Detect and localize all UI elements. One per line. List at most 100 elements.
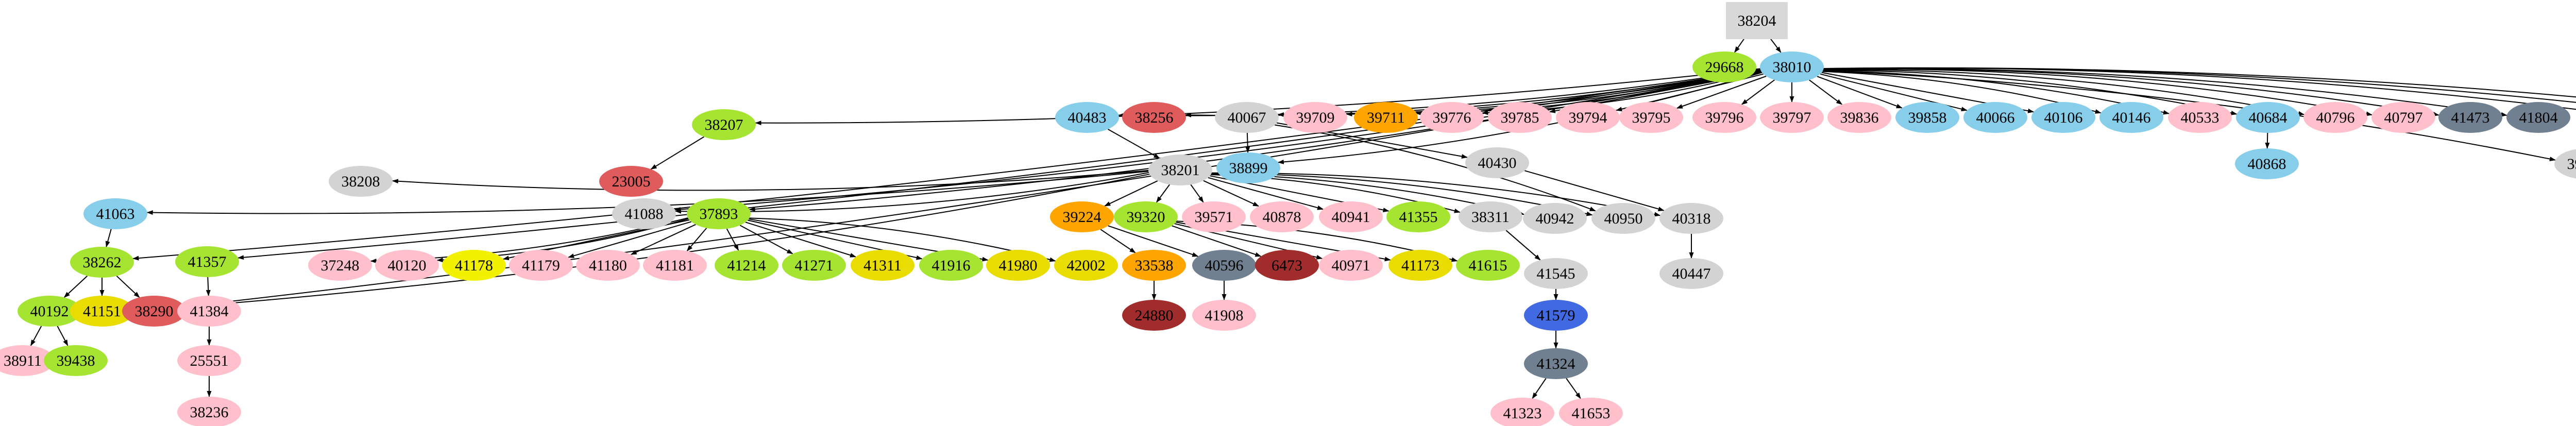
graph-node[interactable]: 40942 — [1523, 203, 1587, 234]
graph-node[interactable]: 40447 — [1659, 258, 1723, 289]
node-ellipse-shape — [1050, 201, 1114, 232]
graph-node[interactable]: 40067 — [1215, 102, 1279, 133]
graph-node[interactable]: 38256 — [1122, 102, 1186, 133]
graph-node[interactable]: 38010 — [1760, 52, 1824, 82]
graph-node[interactable]: 40971 — [1319, 250, 1383, 281]
graph-node[interactable]: 33538 — [1122, 250, 1186, 281]
graph-node[interactable]: 41324 — [1524, 348, 1588, 379]
graph-node[interactable]: 6473 — [1255, 250, 1319, 281]
graph-node[interactable]: 23005 — [599, 166, 663, 197]
graph-node[interactable]: 41916 — [919, 250, 983, 281]
graph-node[interactable]: 41173 — [1388, 250, 1452, 281]
node-ellipse-shape — [375, 250, 439, 281]
graph-node[interactable]: 24880 — [1122, 300, 1186, 331]
graph-node[interactable]: 40868 — [2235, 148, 2299, 179]
graph-node[interactable]: 41579 — [1524, 300, 1588, 331]
graph-node[interactable]: 37248 — [308, 250, 372, 281]
graph-node[interactable]: 38201 — [1148, 155, 1212, 185]
graph-node[interactable]: 38236 — [177, 397, 241, 426]
graph-edge — [1823, 69, 2305, 116]
node-ellipse-shape — [1459, 201, 1522, 232]
graph-node[interactable]: 40483 — [1055, 102, 1119, 133]
graph-node[interactable]: 41355 — [1386, 201, 1450, 232]
graph-node[interactable]: 40796 — [2303, 102, 2367, 133]
graph-node[interactable]: 41804 — [2506, 102, 2570, 133]
graph-edge — [1172, 225, 1262, 257]
node-ellipse-shape — [1192, 300, 1256, 331]
node-ellipse-shape — [175, 246, 239, 277]
graph-node[interactable]: 41180 — [576, 250, 640, 281]
graph-edge — [568, 221, 692, 258]
graph-node[interactable]: 39795 — [1619, 102, 1683, 133]
graph-node[interactable]: 40878 — [1250, 201, 1314, 232]
graph-node[interactable]: 38899 — [1216, 152, 1280, 183]
graph-node[interactable]: 40950 — [1591, 203, 1655, 234]
graph-node[interactable]: 38208 — [329, 166, 393, 197]
graph-node[interactable]: 38262 — [70, 247, 134, 278]
graph-node[interactable]: 39797 — [1760, 102, 1824, 133]
node-ellipse-shape — [643, 250, 707, 281]
graph-node[interactable]: 40797 — [2371, 102, 2435, 133]
node-box-shape — [1726, 2, 1788, 39]
graph-node[interactable]: 39709 — [1283, 102, 1347, 133]
graph-node[interactable]: 29668 — [1692, 52, 1756, 82]
graph-node[interactable]: 39571 — [1182, 201, 1246, 232]
graph-node[interactable]: 41545 — [1524, 258, 1588, 289]
graph-node[interactable]: 39224 — [1050, 201, 1114, 232]
graph-node[interactable]: 38290 — [122, 296, 186, 327]
graph-node[interactable]: 42002 — [1054, 250, 1118, 281]
graph-node[interactable]: 40430 — [1465, 147, 1529, 178]
graph-node[interactable]: 40106 — [2031, 102, 2095, 133]
graph-node[interactable]: 40066 — [1963, 102, 2027, 133]
graph-node[interactable]: 39836 — [1827, 102, 1891, 133]
graph-node[interactable]: 39320 — [1114, 201, 1178, 232]
graph-node[interactable]: 41063 — [83, 198, 147, 229]
graph-node[interactable]: 25551 — [177, 345, 241, 376]
graph-node[interactable]: 40146 — [2099, 102, 2163, 133]
node-ellipse-shape — [1524, 348, 1588, 379]
graph-node[interactable]: 40684 — [2236, 102, 2300, 133]
node-ellipse-shape — [1148, 155, 1212, 185]
graph-node[interactable]: 39711 — [1354, 102, 1418, 133]
graph-edge — [739, 225, 793, 254]
graph-node[interactable]: 41181 — [643, 250, 707, 281]
graph-node[interactable]: 38204 — [1726, 2, 1788, 39]
graph-edge — [1817, 76, 1903, 109]
graph-node[interactable]: 38207 — [692, 109, 756, 140]
node-ellipse-shape — [1524, 300, 1588, 331]
graph-node[interactable]: 41473 — [2438, 102, 2502, 133]
graph-node[interactable]: 40533 — [2168, 102, 2232, 133]
graph-node[interactable]: 41214 — [715, 250, 778, 281]
graph-node[interactable]: 39837 — [2554, 148, 2576, 179]
graph-node[interactable]: 40596 — [1192, 250, 1256, 281]
graph-node[interactable]: 41615 — [1456, 250, 1520, 281]
node-ellipse-shape — [1760, 52, 1824, 82]
graph-node[interactable]: 41271 — [782, 250, 846, 281]
graph-node[interactable]: 38311 — [1459, 201, 1522, 232]
graph-node[interactable]: 40318 — [1659, 203, 1723, 234]
graph-node[interactable]: 39438 — [44, 345, 108, 376]
graph-node[interactable]: 41384 — [177, 296, 241, 327]
graph-node[interactable]: 39794 — [1556, 102, 1620, 133]
graph-node[interactable]: 39796 — [1692, 102, 1756, 133]
graph-node[interactable]: 39785 — [1488, 102, 1552, 133]
graph-node[interactable]: 41311 — [851, 250, 914, 281]
graph-edge — [392, 169, 1149, 191]
node-ellipse-shape — [2554, 149, 2576, 179]
graph-node[interactable]: 41179 — [509, 250, 573, 281]
graph-node[interactable]: 41908 — [1192, 300, 1256, 331]
graph-node[interactable]: 41653 — [1559, 398, 1623, 426]
graph-node[interactable]: 40120 — [375, 250, 439, 281]
graph-node[interactable]: 40941 — [1319, 201, 1383, 232]
graph-node[interactable]: 39858 — [1895, 102, 1959, 133]
graph-node[interactable]: 41357 — [175, 246, 239, 277]
graph-node[interactable]: 39776 — [1420, 102, 1484, 133]
graph-node[interactable]: 41178 — [442, 250, 506, 281]
node-ellipse-shape — [83, 198, 147, 229]
graph-node[interactable]: 41980 — [986, 250, 1050, 281]
graph-node[interactable]: 37893 — [687, 198, 751, 229]
node-ellipse-shape — [715, 250, 778, 281]
graph-node[interactable]: 41088 — [612, 198, 676, 229]
graph-node[interactable]: 41323 — [1490, 398, 1554, 426]
